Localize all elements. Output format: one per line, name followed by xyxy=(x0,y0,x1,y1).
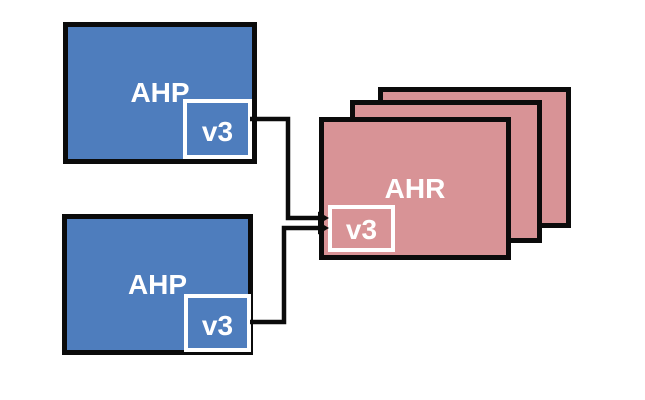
port-v3-ahp-bottom: v3 xyxy=(184,294,251,352)
node-ahp-bottom: AHP v3 xyxy=(62,214,253,355)
port-v3-ahp-top-label: v3 xyxy=(201,116,234,147)
node-ahr: AHR v3 xyxy=(319,117,511,260)
node-ahr-label: AHR xyxy=(384,172,446,204)
port-v3-ahp-bottom-label: v3 xyxy=(201,310,234,341)
port-v3-ahr-label: v3 xyxy=(345,214,378,245)
node-ahp-bottom-label: AHP xyxy=(127,268,188,300)
port-v3-ahr: v3 xyxy=(328,205,395,252)
node-ahp-top: AHP v3 xyxy=(63,22,257,164)
node-ahp-top-label: AHP xyxy=(130,77,190,108)
edge-ahp-top-to-ahr-line xyxy=(250,116,319,221)
edge-ahp-bottom-to-ahr-line xyxy=(250,225,319,325)
port-v3-ahp-top: v3 xyxy=(183,99,252,159)
